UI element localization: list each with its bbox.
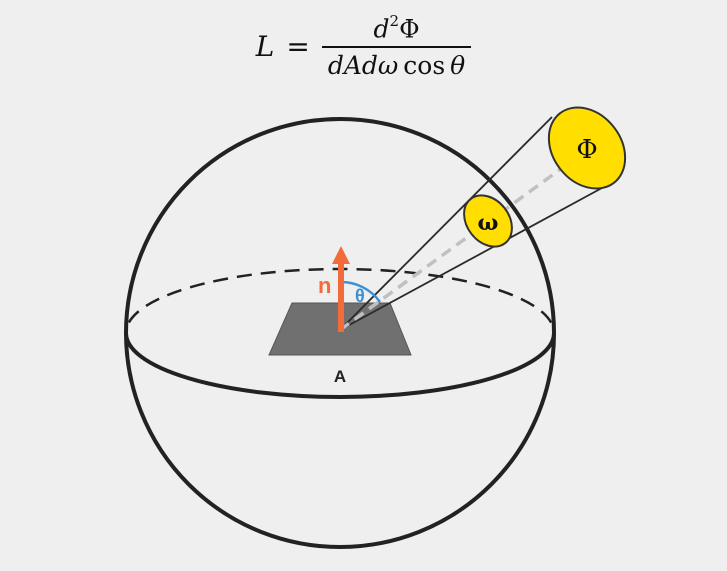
denominator-cos: cos xyxy=(403,50,446,80)
fraction-bar xyxy=(321,46,472,48)
cone-line-lower xyxy=(339,181,614,331)
solid-angle-ellipse xyxy=(463,194,513,248)
flux-ellipse xyxy=(547,106,627,190)
normal-arrow-head xyxy=(332,246,350,264)
formula-numerator: d2Φ xyxy=(368,12,426,46)
flux-label: Φ xyxy=(576,135,597,165)
numerator-phi: Φ xyxy=(399,14,420,44)
formula-equals: = xyxy=(286,30,310,64)
center-ray xyxy=(338,150,586,332)
formula-lhs: L xyxy=(255,30,275,64)
angle-label: θ xyxy=(355,286,365,306)
angle-arc xyxy=(339,280,382,303)
cone-line-upper xyxy=(339,116,553,331)
normal-label: n xyxy=(318,273,331,298)
denominator-main: dAdω xyxy=(327,50,399,80)
numerator-exponent: 2 xyxy=(389,12,400,30)
denominator-theta: θ xyxy=(450,50,466,80)
equator-front xyxy=(124,332,556,399)
numerator-d: d xyxy=(373,14,390,44)
solid-angle-label: ω xyxy=(478,210,499,236)
area-label: A xyxy=(334,367,346,386)
